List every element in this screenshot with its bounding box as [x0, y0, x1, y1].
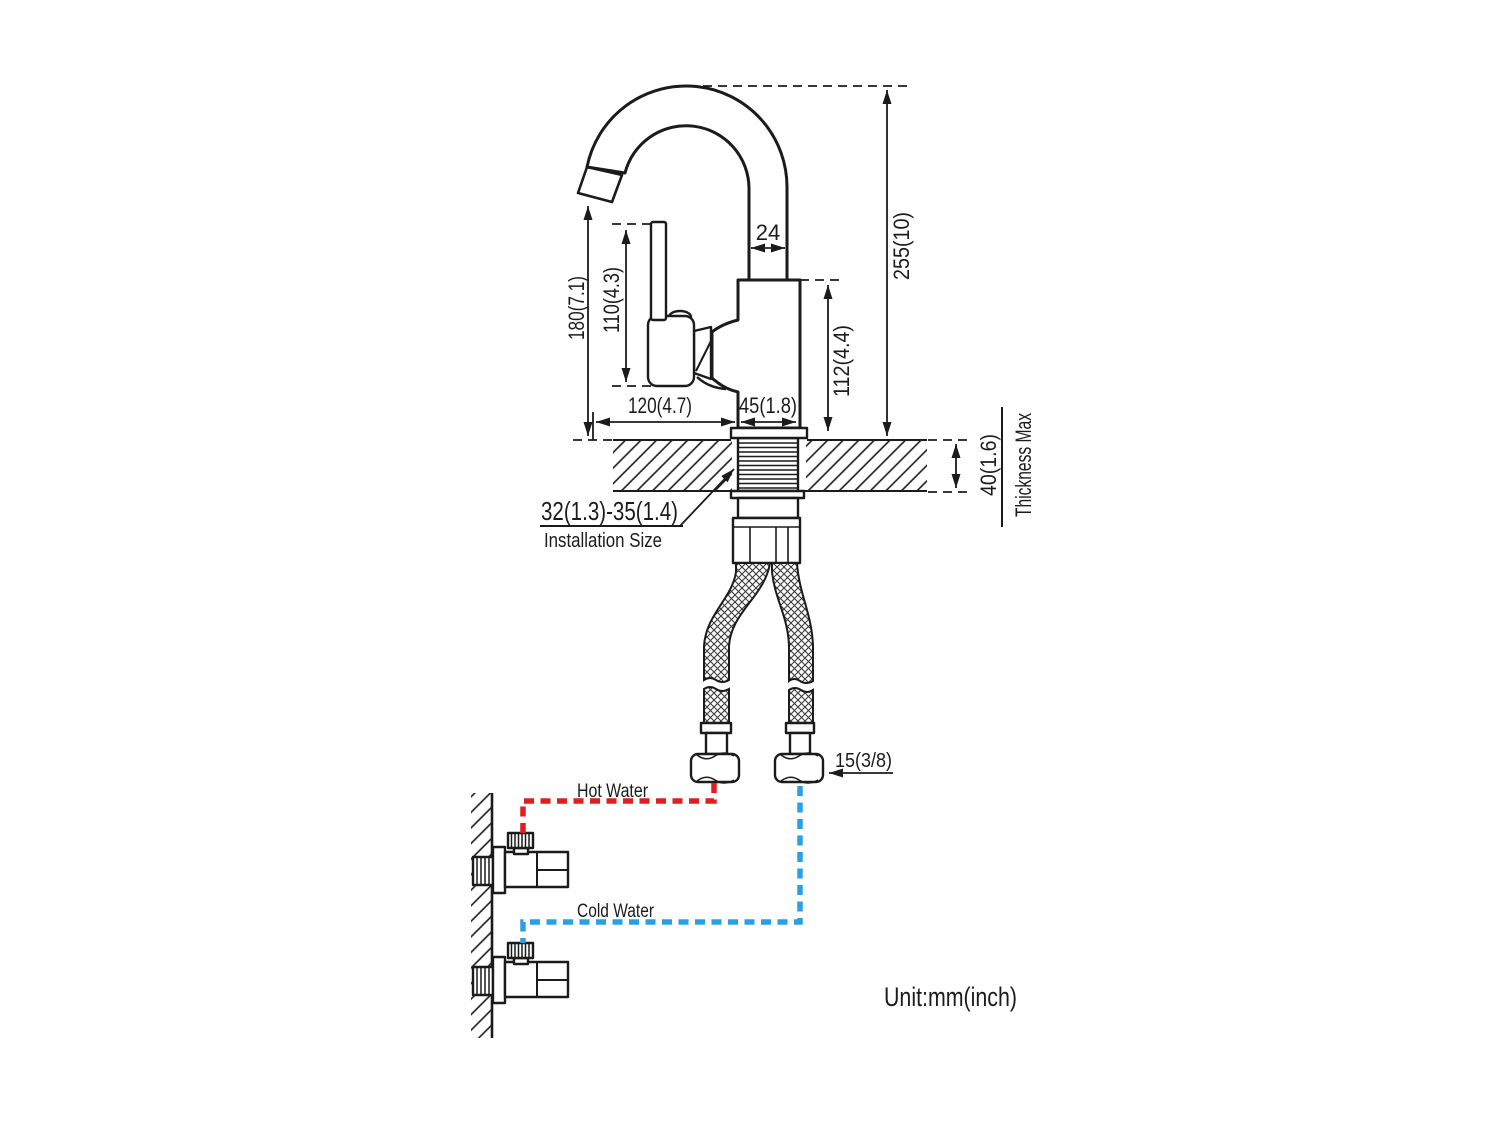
counter-cross-section: [613, 439, 927, 492]
faucet-spout: [576, 84, 789, 282]
hot-water-line: [520, 783, 717, 833]
installation-size-value: 32(1.3)-35(1.4): [541, 496, 678, 526]
dim-handle-height: 110(4.3): [599, 267, 624, 333]
wall-cross-section: [471, 793, 494, 1038]
faucet-handle: [646, 220, 727, 391]
dimension-lines: [540, 85, 1003, 778]
dim-spout-pipe-width: 24: [756, 220, 780, 245]
supply-hoses: [689, 562, 825, 784]
deck-thickness-note: Thickness Max: [1011, 413, 1036, 517]
unit-note: Unit:mm(inch): [884, 982, 1017, 1012]
mounting-nut: [731, 516, 802, 565]
hot-hose-nut: [689, 752, 741, 784]
faucet-base-flange: [729, 426, 809, 440]
dim-spout-height: 255(10): [889, 212, 914, 280]
dimension-labels: 24 255(10) 180(7.1) 110(4.3) 112(4.4) 12…: [541, 212, 1036, 1012]
counter-hatch-right: [806, 441, 927, 490]
hot-water-label: Hot Water: [577, 781, 649, 802]
dim-deck-thickness: 40(1.6): [976, 434, 1001, 496]
installation-size-label: Installation Size: [544, 530, 662, 552]
cold-water-line: [520, 786, 803, 943]
cold-hose-nut: [773, 752, 825, 784]
mounting-shank: [729, 426, 809, 565]
dim-spout-tip-height: 180(7.1): [564, 276, 589, 340]
installation-size-leader: [679, 468, 735, 527]
dim-spout-reach: 120(4.7): [628, 393, 692, 418]
hose-connection-size: 15(3/8): [835, 750, 892, 772]
dim-base-width: 45(1.8): [739, 393, 797, 418]
cold-water-label: Cold Water: [577, 901, 655, 922]
counter-hatch-left: [613, 441, 732, 490]
dim-body-height: 112(4.4): [829, 325, 854, 397]
